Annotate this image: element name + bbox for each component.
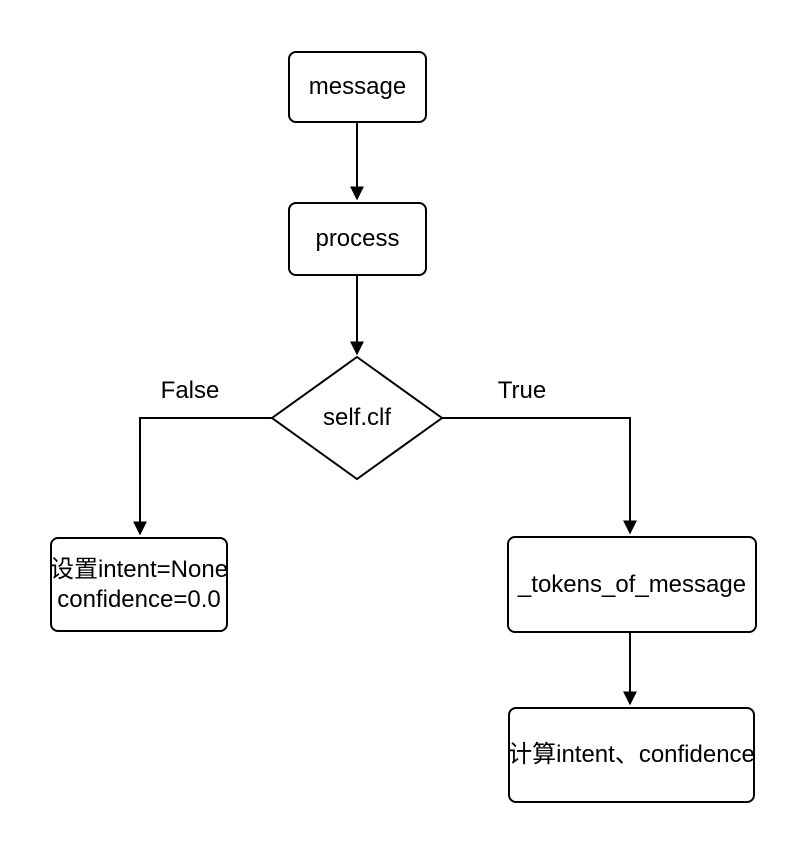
node-process: process [288,202,427,276]
edge-label-false: False [160,377,220,404]
decision-diamond-shape [270,355,444,481]
node-set-intent: 设置intent=None confidence=0.0 [50,537,228,632]
node-compute-intent-confidence: 计算intent、confidence [508,707,755,803]
edge-label-false-text: False [160,377,220,404]
edge-label-true-text: True [497,377,547,404]
node-compute-intent-confidence-label: 计算intent、confidence [508,741,755,768]
node-process-label: process [315,225,400,252]
node-set-intent-line2: confidence=0.0 [57,585,221,613]
node-decision: self.clf [272,357,442,479]
node-message: message [288,51,427,123]
node-decision-label: self.clf [322,404,391,431]
node-tokens-of-message: _tokens_of_message [507,536,757,633]
node-message-label: message [308,73,407,100]
node-set-intent-line1: 设置intent=None [49,555,229,583]
node-tokens-of-message-label: _tokens_of_message [517,570,747,598]
edge-decision-true-branch [442,417,637,535]
edge-label-true: True [497,377,547,404]
edge-decision-false-branch [133,417,272,536]
